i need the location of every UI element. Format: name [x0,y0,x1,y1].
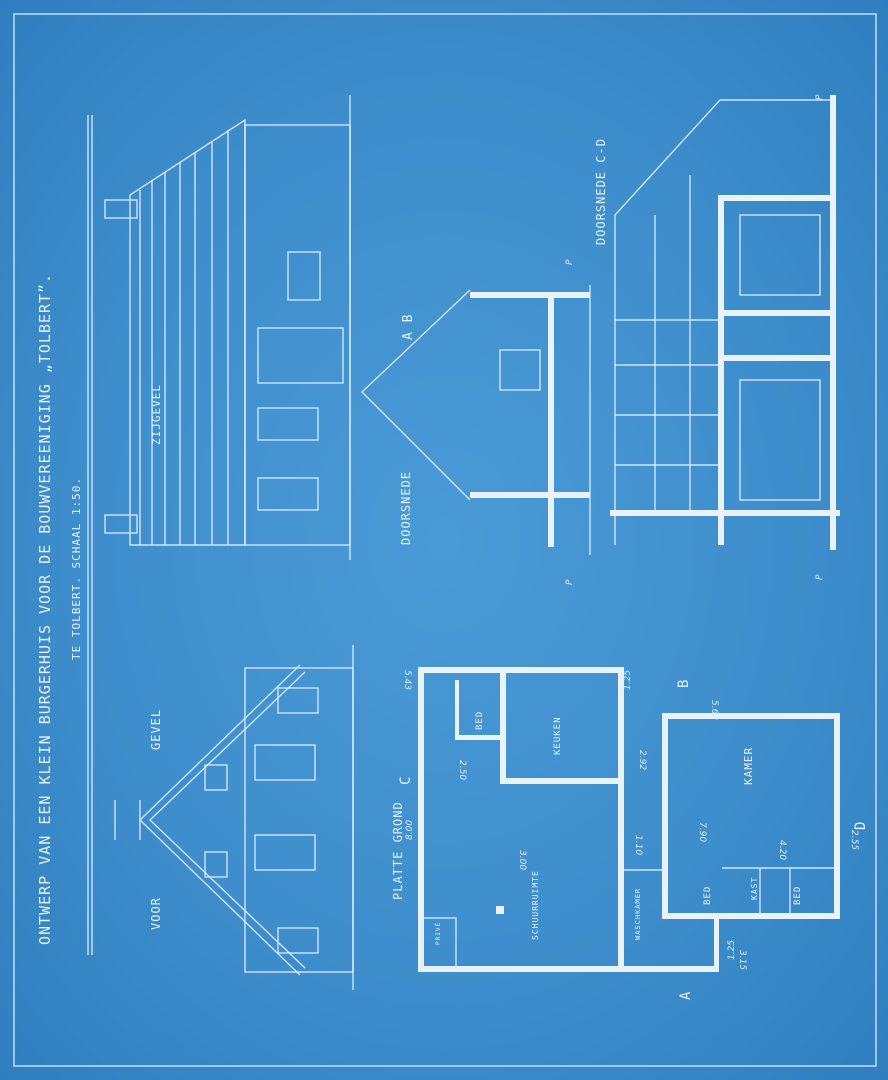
room-waschkamer: WASCHKAMER [634,888,642,940]
dimension: 1.10 [633,835,643,855]
section-cd: DOORSNEDE C-D P P [594,94,840,580]
dimension: 3.15 [737,950,747,970]
front-elevation: VOOR GEVEL [114,645,354,990]
dimension: 8.00 [405,820,415,840]
room-bed: BED [703,886,713,905]
section-ab: DOORSNEDE A B P P [360,259,591,585]
dimension: 3.00 [517,850,527,870]
dimension: 2.50 [457,760,467,780]
side-elevation-label: ZIJGEVEL [150,384,163,445]
section-ab-marker: A B [401,314,416,340]
section-marker-c: C [398,776,414,785]
floor-plan-label: PLATTE GROND [391,801,405,900]
section-marker-b: B [676,679,692,688]
room-kast: KAST [750,877,759,900]
side-elevation: ZIJGEVEL [104,95,351,560]
level-mark: P [565,579,575,585]
room-bed: BED [475,711,485,730]
sheet-border [13,13,877,1067]
dimension: 4.20 [777,840,787,860]
dimension: 2.92 [637,750,647,770]
section-marker-d: D [853,821,869,830]
drawing-title: ONTWERP VAN EEN KLEIN BURGERHUIS VOOR DE… [36,273,54,945]
room-prive: PRIVÉ [434,922,442,945]
dimension: 5.62 [709,700,719,720]
room-keuken: KEUKEN [553,716,563,755]
section-cd-label: DOORSNEDE C-D [594,138,608,245]
section-marker-a: A [678,991,694,1000]
title-block: ONTWERP VAN EEN KLEIN BURGERHUIS VOOR DE… [36,115,93,955]
level-mark: P [565,259,575,265]
floor-plan: PLATTE GROND C A B D KAMER KEUKEN BED BE… [391,667,869,1000]
front-elevation-label-1: VOOR [149,897,163,930]
dimension: 2.55 [849,830,859,850]
drawing-subtitle: TE TOLBERT. SCHAAL 1:50. [70,477,83,660]
level-mark: P [815,94,825,100]
room-kamer: KAMER [742,747,755,785]
room-schuurruimte: SCHUURRUIMTE [531,870,540,940]
room-bed: BED [793,886,803,905]
dimension: 1.25 [727,940,737,960]
dimension: 5.43 [402,670,412,690]
level-mark: P [815,574,825,580]
dimension: 1.25 [623,670,633,690]
section-ab-label: DOORSNEDE [399,471,413,545]
dimension: 7.90 [697,822,707,842]
front-elevation-label-2: GEVEL [149,709,163,750]
